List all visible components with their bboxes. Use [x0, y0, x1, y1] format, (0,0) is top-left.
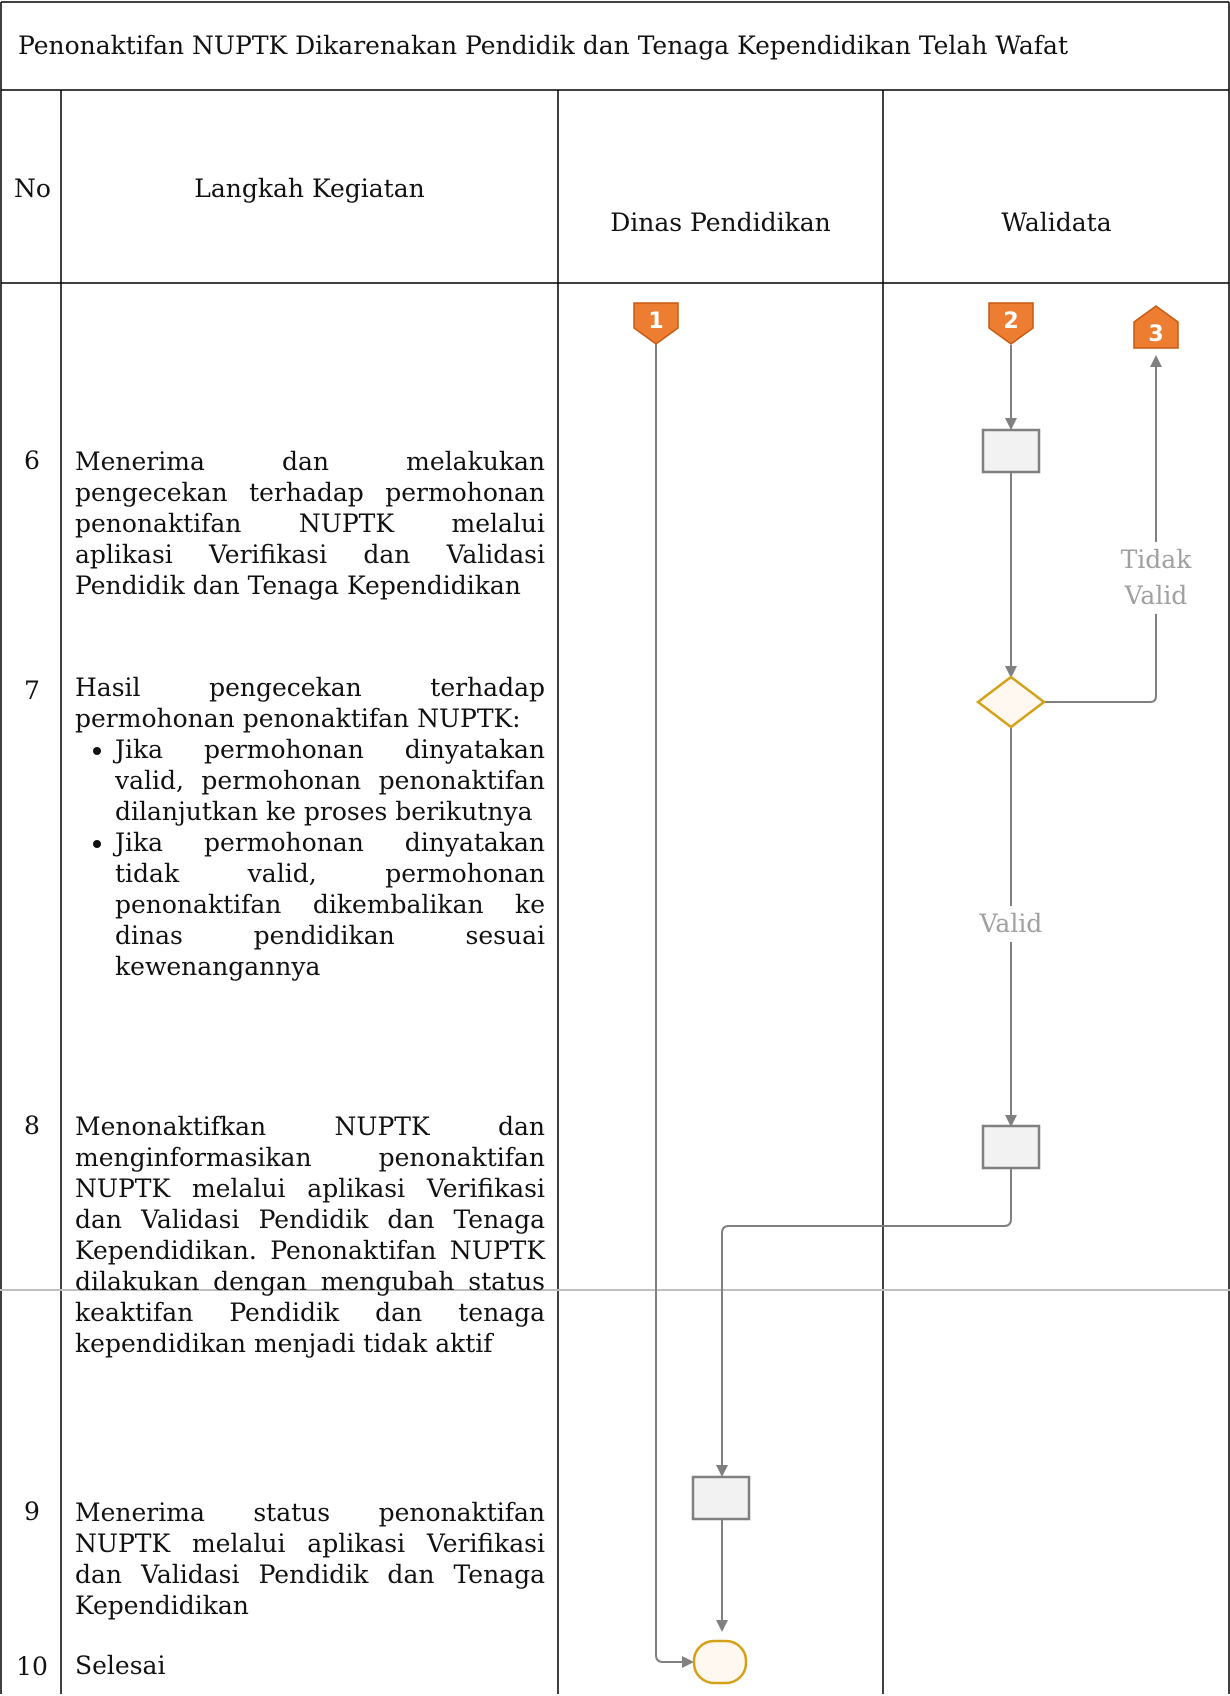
step-number: 7 — [24, 676, 40, 705]
page-title: Penonaktifan NUPTK Dikarenakan Pendidik … — [18, 30, 1068, 60]
step-7-bullet-valid: Jika permohonan dinyatakan valid, permoh… — [115, 734, 545, 827]
step-8-text: Menonaktifkan NUPTK dan menginformasikan… — [75, 1111, 545, 1359]
connector-3: 3 — [1133, 305, 1179, 349]
step-10-text: Selesai — [75, 1650, 545, 1681]
label-tidak-valid: Tidak Valid — [1118, 542, 1194, 614]
header-dinas-pendidikan: Dinas Pendidikan — [610, 208, 831, 237]
header-walidata: Walidata — [1001, 208, 1112, 237]
step-description: Selesai — [75, 1651, 166, 1680]
step-number: 6 — [24, 446, 40, 475]
step-7-text: Hasil pengecekan terhadap permohonan pen… — [75, 672, 545, 982]
flow-line-1-to-end — [655, 338, 694, 1668]
header-no: No — [14, 174, 51, 203]
step-description: Menerima dan melakukan pengecekan terhad… — [75, 447, 545, 600]
step-description: Menonaktifkan NUPTK dan menginformasikan… — [75, 1112, 545, 1358]
step-7-bullet-tidak-valid: Jika permohonan dinyatakan tidak valid, … — [115, 827, 545, 982]
step-number: 9 — [24, 1497, 40, 1526]
connector-1: 1 — [633, 302, 679, 345]
connector-1-label: 1 — [648, 309, 663, 334]
connector-3-shape — [1133, 305, 1179, 349]
connector-2-shape — [988, 302, 1034, 345]
connector-2: 2 — [988, 302, 1034, 345]
process-step-9 — [691, 1475, 751, 1521]
step-number: 10 — [16, 1652, 48, 1681]
label-tidak-valid-line2: Valid — [1124, 581, 1188, 610]
label-valid: Valid — [972, 906, 1050, 942]
process-step-8 — [981, 1124, 1041, 1170]
step-9-text: Menerima status penonaktifan NUPTK melal… — [75, 1497, 545, 1621]
label-tidak-valid-line1: Tidak — [1120, 545, 1192, 574]
step-number: 8 — [24, 1111, 40, 1140]
decision-step-7 — [975, 675, 1047, 729]
step-6-text: Menerima dan melakukan pengecekan terhad… — [75, 446, 545, 601]
terminator-end — [692, 1639, 748, 1685]
step-description: Hasil pengecekan terhadap permohonan pen… — [75, 673, 545, 733]
step-description: Menerima status penonaktifan NUPTK melal… — [75, 1498, 545, 1620]
connector-3-label: 3 — [1148, 322, 1163, 347]
connector-2-label: 2 — [1003, 309, 1018, 334]
process-step-6 — [981, 428, 1041, 474]
flow-line-tidak-valid — [1044, 355, 1162, 703]
flow-line-process8-to-process9 — [716, 1168, 1012, 1477]
header-langkah-kegiatan: Langkah Kegiatan — [194, 174, 425, 203]
connector-1-shape — [633, 302, 679, 345]
